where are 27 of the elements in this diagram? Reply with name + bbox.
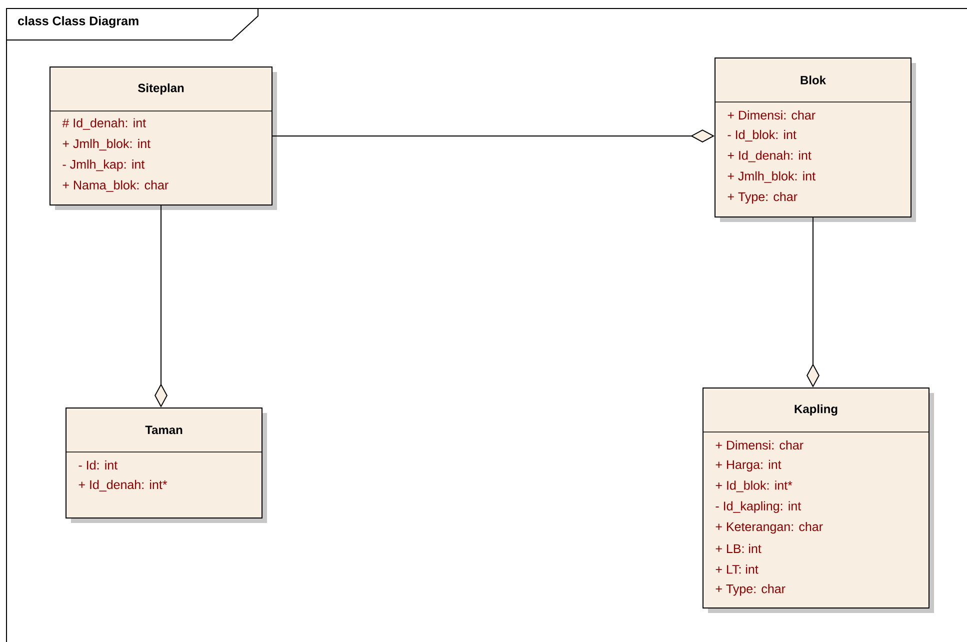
attribute: + Id_denah: int — [728, 150, 812, 162]
attribute: + Jmlh_blok: int — [62, 138, 150, 150]
attribute: - Id: int — [78, 460, 118, 470]
attribute: + Harga: int — [716, 460, 782, 472]
attribute: # Id_denah: int — [62, 118, 146, 130]
class-name: Siteplan — [138, 83, 184, 95]
class-name: Kapling — [794, 404, 838, 416]
class-name: Taman — [145, 426, 182, 434]
attribute: - Id_blok: int — [728, 130, 796, 142]
attribute: - Id_kapling: int — [716, 501, 802, 513]
attribute: + Dimensi: char — [716, 440, 804, 450]
attribute: + Dimensi: char — [728, 110, 816, 120]
attribute: + Jmlh_blok: int — [728, 171, 816, 183]
attribute: + LB: int — [716, 544, 762, 554]
attribute: + Keterangan: char — [716, 522, 823, 534]
class-box — [66, 408, 267, 523]
class-name: Blok — [800, 76, 826, 84]
attribute: + Type: char — [728, 192, 798, 204]
class-box — [702, 388, 934, 613]
attribute: + Id_blok: int* — [716, 480, 792, 492]
attribute: + Id_denah: int* — [78, 480, 168, 492]
class-box — [50, 66, 277, 210]
attribute: - Jmlh_kap: int — [62, 160, 145, 172]
attribute: + Type: char — [716, 584, 786, 596]
attribute: + Nama_blok: char — [62, 180, 168, 192]
attribute: + LT: int — [716, 564, 758, 574]
class-box — [714, 58, 916, 222]
